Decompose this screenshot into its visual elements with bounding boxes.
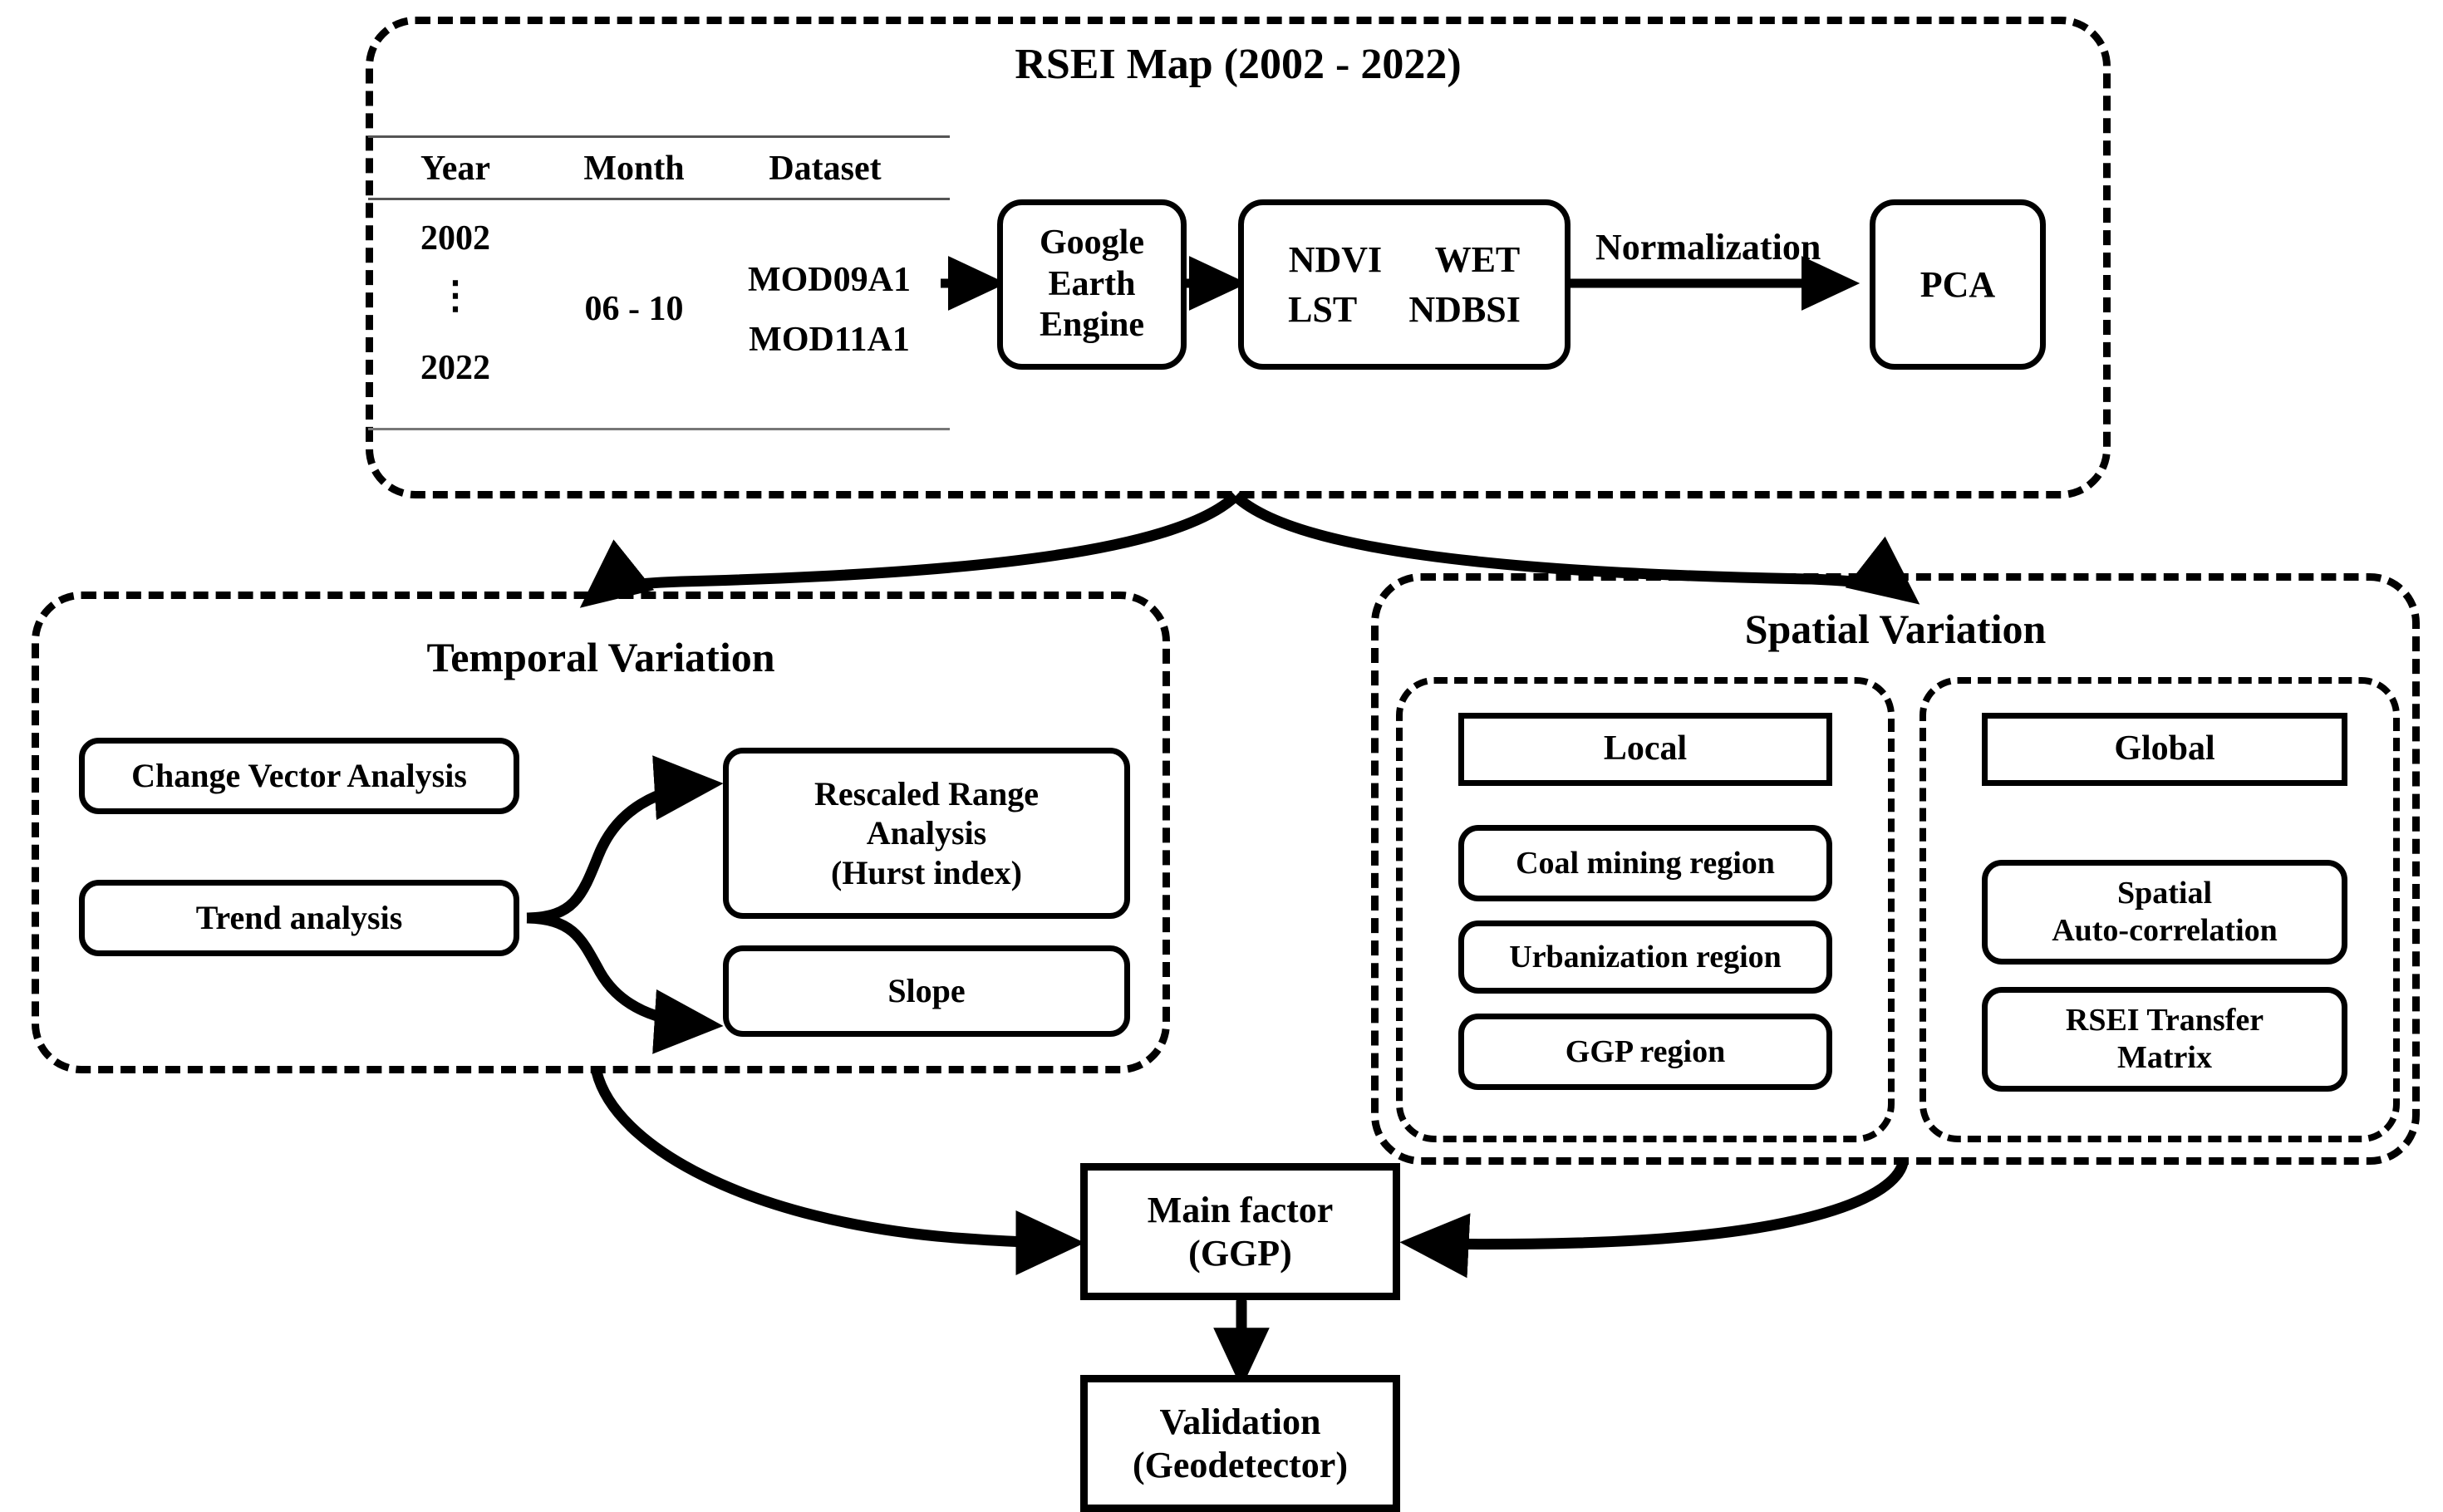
table-cell-year-first: 2002 bbox=[420, 219, 490, 258]
dataset-table: Year Month Dataset 2002 ⋮ 2022 06 - 10 M… bbox=[368, 135, 950, 430]
local-header-label: Local bbox=[1603, 729, 1688, 768]
table-header-month: Month bbox=[583, 150, 685, 188]
node-slope[interactable]: Slope bbox=[723, 945, 1130, 1037]
arrow-temporal-to-main-factor bbox=[591, 1070, 1085, 1275]
edge-label-normalization: Normalization bbox=[1595, 227, 1821, 268]
gee-line-3: Engine bbox=[1039, 306, 1145, 345]
node-global-header[interactable]: Global bbox=[1982, 713, 2347, 786]
node-trend-analysis[interactable]: Trend analysis bbox=[79, 880, 519, 956]
node-rsei-indices[interactable]: NDVI WET LST NDBSI bbox=[1238, 199, 1570, 370]
coal-mining-region-label: Coal mining region bbox=[1516, 845, 1775, 881]
node-pca[interactable]: PCA bbox=[1870, 199, 2046, 370]
table-cell-year-ellipsis: ⋮ bbox=[436, 274, 474, 317]
rsei-transfer-matrix-line-1: RSEI Transfer bbox=[2065, 1003, 2264, 1038]
group-title-spatial-variation: Spatial Variation bbox=[1744, 606, 2047, 652]
index-lst: LST bbox=[1288, 288, 1358, 330]
node-rsei-transfer-matrix[interactable]: RSEI Transfer Matrix bbox=[1982, 987, 2347, 1092]
spatial-auto-correlation-line-1: Spatial bbox=[2116, 876, 2213, 911]
table-header-year: Year bbox=[420, 150, 490, 188]
table-cell-month: 06 - 10 bbox=[584, 290, 684, 328]
table-header-dataset: Dataset bbox=[769, 150, 882, 188]
gee-line-2: Earth bbox=[1048, 264, 1136, 303]
node-validation[interactable]: Validation (Geodetector) bbox=[1080, 1375, 1400, 1512]
urbanization-region-label: Urbanization region bbox=[1509, 939, 1782, 974]
group-global bbox=[1920, 677, 2400, 1142]
arrow-top-to-temporal bbox=[579, 492, 1240, 608]
node-local-header[interactable]: Local bbox=[1458, 713, 1832, 786]
group-temporal-variation bbox=[32, 592, 1170, 1073]
table-rule-mid bbox=[368, 198, 950, 200]
table-rule-top bbox=[368, 135, 950, 138]
validation-line-1: Validation bbox=[1159, 1401, 1321, 1442]
rescaled-range-line-2: Analysis bbox=[866, 814, 987, 852]
node-coal-mining-region[interactable]: Coal mining region bbox=[1458, 825, 1832, 901]
group-title-rsei-map: RSEI Map (2002 - 2022) bbox=[1015, 41, 1462, 88]
table-rule-bottom bbox=[368, 428, 950, 430]
node-spatial-auto-correlation[interactable]: Spatial Auto-correlation bbox=[1982, 860, 2347, 965]
group-spatial-variation bbox=[1371, 573, 2420, 1165]
node-change-vector-analysis[interactable]: Change Vector Analysis bbox=[79, 738, 519, 814]
rescaled-range-line-1: Rescaled Range bbox=[814, 775, 1039, 813]
arrow-spatial-to-main-factor bbox=[1399, 1161, 1909, 1279]
trend-analysis-label: Trend analysis bbox=[195, 899, 403, 937]
group-rsei-map bbox=[366, 17, 2111, 498]
main-factor-line-1: Main factor bbox=[1147, 1189, 1334, 1230]
node-rescaled-range-analysis[interactable]: Rescaled Range Analysis (Hurst index) bbox=[723, 748, 1130, 919]
index-ndvi: NDVI bbox=[1288, 238, 1383, 280]
rescaled-range-line-3: (Hurst index) bbox=[831, 853, 1022, 891]
pca-label: PCA bbox=[1920, 263, 1996, 305]
rsei-transfer-matrix-line-2: Matrix bbox=[2117, 1040, 2212, 1075]
node-ggp-region[interactable]: GGP region bbox=[1458, 1014, 1832, 1090]
spatial-auto-correlation-line-2: Auto-correlation bbox=[2052, 913, 2278, 948]
table-cell-dataset-1: MOD09A1 bbox=[748, 261, 911, 299]
change-vector-analysis-label: Change Vector Analysis bbox=[131, 757, 467, 795]
node-main-factor[interactable]: Main factor (GGP) bbox=[1080, 1163, 1400, 1300]
validation-line-2: (Geodetector) bbox=[1133, 1444, 1348, 1485]
gee-line-1: Google bbox=[1040, 223, 1144, 263]
ggp-region-label: GGP region bbox=[1565, 1033, 1726, 1069]
group-local bbox=[1396, 677, 1895, 1142]
global-header-label: Global bbox=[2114, 729, 2215, 768]
table-cell-year-last: 2022 bbox=[420, 349, 490, 387]
index-wet: WET bbox=[1434, 238, 1521, 280]
node-urbanization-region[interactable]: Urbanization region bbox=[1458, 920, 1832, 994]
table-cell-dataset-2: MOD11A1 bbox=[749, 321, 910, 359]
slope-label: Slope bbox=[887, 972, 966, 1010]
main-factor-line-2: (GGP) bbox=[1188, 1232, 1292, 1274]
index-ndbsi: NDBSI bbox=[1408, 288, 1521, 330]
node-google-earth-engine[interactable]: Google Earth Engine bbox=[997, 199, 1187, 370]
group-title-temporal-variation: Temporal Variation bbox=[426, 634, 775, 680]
